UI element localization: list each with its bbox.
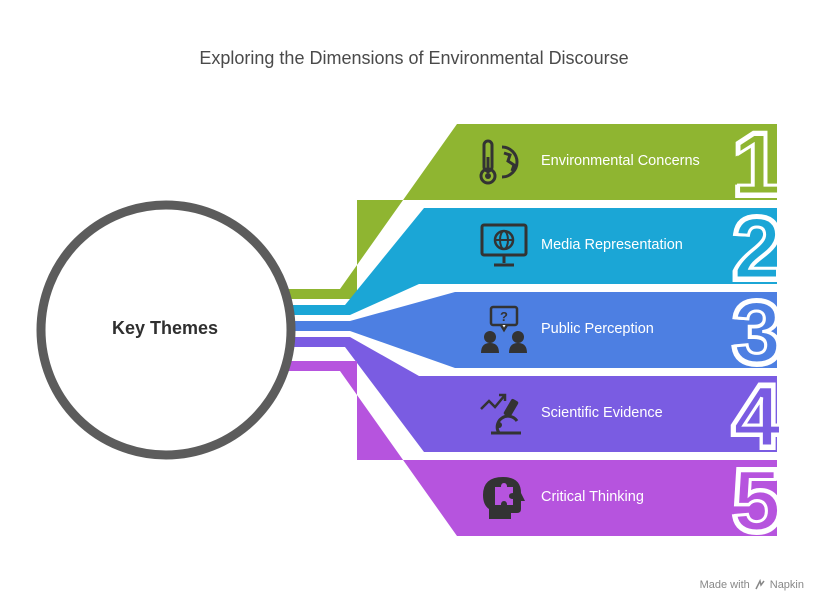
- napkin-logo-icon: [755, 579, 765, 590]
- theme-number-1: 1: [731, 114, 782, 216]
- theme-number-1-fill: 1: [733, 117, 781, 213]
- svg-text:?: ?: [500, 309, 508, 324]
- theme-number-4: 4: [731, 366, 782, 468]
- watermark: Made with Napkin: [700, 579, 804, 591]
- theme-number-5: 5: [731, 450, 782, 552]
- center-label: Key Themes: [111, 318, 219, 338]
- theme-label-2: Media Representation: [541, 237, 683, 253]
- theme-label-3: Public Perception: [541, 321, 654, 337]
- key-themes-circle: [36, 200, 296, 460]
- watermark-brand: Napkin: [769, 579, 804, 591]
- theme-number-5-fill: 5: [733, 453, 781, 549]
- theme-number-2-fill: 2: [733, 201, 781, 297]
- diagram-title: Exploring the Dimensions of Environmenta…: [199, 48, 629, 68]
- theme-band-3: [288, 292, 777, 368]
- theme-label-5: Critical Thinking: [541, 489, 644, 505]
- thermometer-globe-icon: [479, 139, 519, 185]
- theme-number-3: 3: [731, 282, 782, 384]
- theme-band-5: [284, 361, 777, 536]
- microscope-trend-icon: [480, 393, 521, 435]
- theme-band-4: [286, 337, 777, 452]
- theme-number-2: 2: [731, 198, 782, 300]
- theme-number-4-fill: 4: [733, 369, 781, 465]
- theme-number-3-fill: 3: [733, 285, 781, 381]
- theme-label-1: Environmental Concerns: [541, 153, 700, 169]
- theme-band-2: [286, 208, 777, 315]
- theme-band-1: [284, 124, 777, 299]
- theme-label-4: Scientific Evidence: [541, 405, 663, 421]
- watermark-prefix: Made with: [699, 579, 750, 591]
- head-puzzle-icon: [483, 477, 525, 519]
- people-question-icon: ?: [481, 305, 527, 353]
- monitor-globe-icon: [480, 223, 528, 267]
